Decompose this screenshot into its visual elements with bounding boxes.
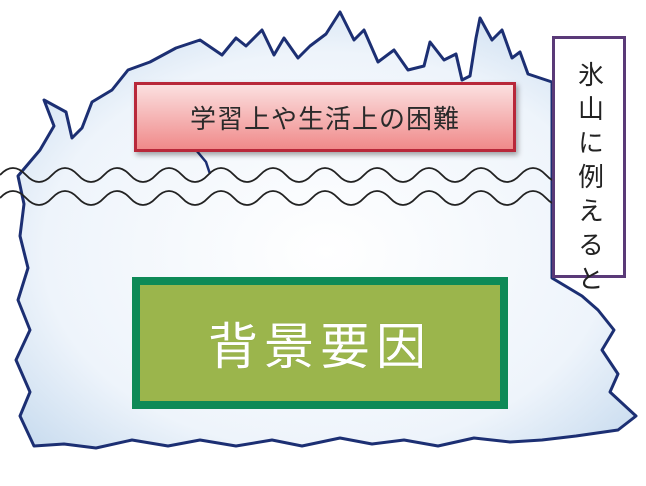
metaphor-label: 氷山に例えると	[573, 61, 604, 299]
difficulty-label: 学習上や生活上の困難	[189, 104, 460, 135]
waterline-lower	[0, 190, 573, 206]
waterline-upper	[0, 167, 573, 183]
background-factors-box: 背景要因	[132, 277, 508, 409]
iceberg-crack-line	[195, 149, 212, 175]
background-factors-label: 背景要因	[208, 318, 432, 376]
metaphor-box: 氷山に例えると	[552, 36, 626, 299]
difficulty-box: 学習上や生活上の困難	[134, 82, 516, 152]
